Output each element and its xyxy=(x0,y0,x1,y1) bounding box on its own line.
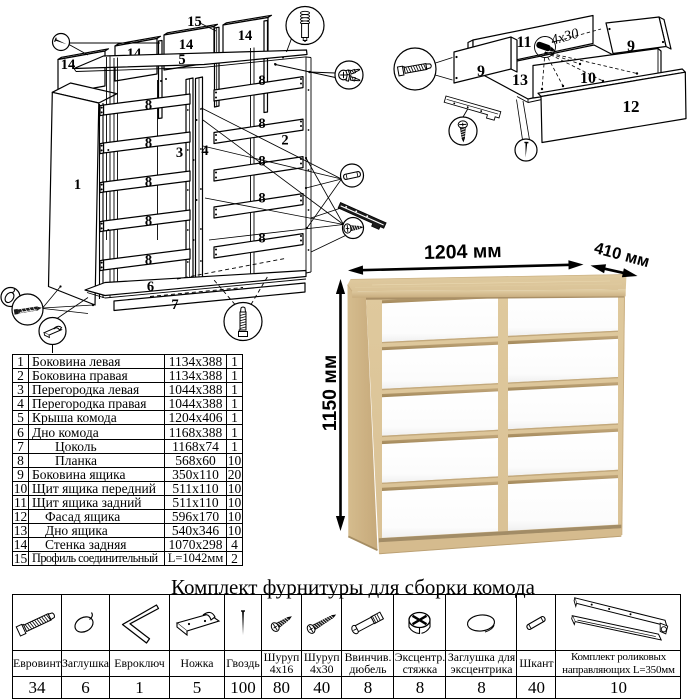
svg-text:8: 8 xyxy=(145,98,152,114)
svg-text:9: 9 xyxy=(477,63,485,80)
svg-text:11: 11 xyxy=(516,34,531,51)
svg-text:4: 4 xyxy=(201,143,208,159)
svg-text:14: 14 xyxy=(179,37,194,53)
svg-text:12: 12 xyxy=(623,97,640,116)
svg-text:8: 8 xyxy=(145,136,152,152)
svg-text:6: 6 xyxy=(147,279,154,295)
svg-text:8: 8 xyxy=(145,253,152,269)
svg-text:15: 15 xyxy=(187,14,202,30)
svg-text:10: 10 xyxy=(580,70,596,87)
svg-text:9: 9 xyxy=(627,38,635,55)
svg-text:14: 14 xyxy=(238,28,253,44)
svg-text:2: 2 xyxy=(281,133,288,149)
svg-text:4x30: 4x30 xyxy=(549,25,581,48)
svg-text:8: 8 xyxy=(258,73,265,89)
svg-text:8: 8 xyxy=(258,116,265,132)
svg-text:8: 8 xyxy=(258,190,265,206)
svg-text:8: 8 xyxy=(258,153,265,169)
svg-text:1204 мм: 1204 мм xyxy=(424,240,502,264)
svg-text:8: 8 xyxy=(258,230,265,246)
svg-text:1150 мм: 1150 мм xyxy=(319,355,341,432)
svg-text:1: 1 xyxy=(74,177,81,193)
svg-text:8: 8 xyxy=(145,214,152,230)
svg-text:5: 5 xyxy=(178,52,185,68)
svg-text:7: 7 xyxy=(171,297,178,313)
svg-text:13: 13 xyxy=(512,72,528,89)
svg-text:14: 14 xyxy=(61,57,76,73)
svg-text:8: 8 xyxy=(145,175,152,191)
svg-text:3: 3 xyxy=(176,145,183,161)
